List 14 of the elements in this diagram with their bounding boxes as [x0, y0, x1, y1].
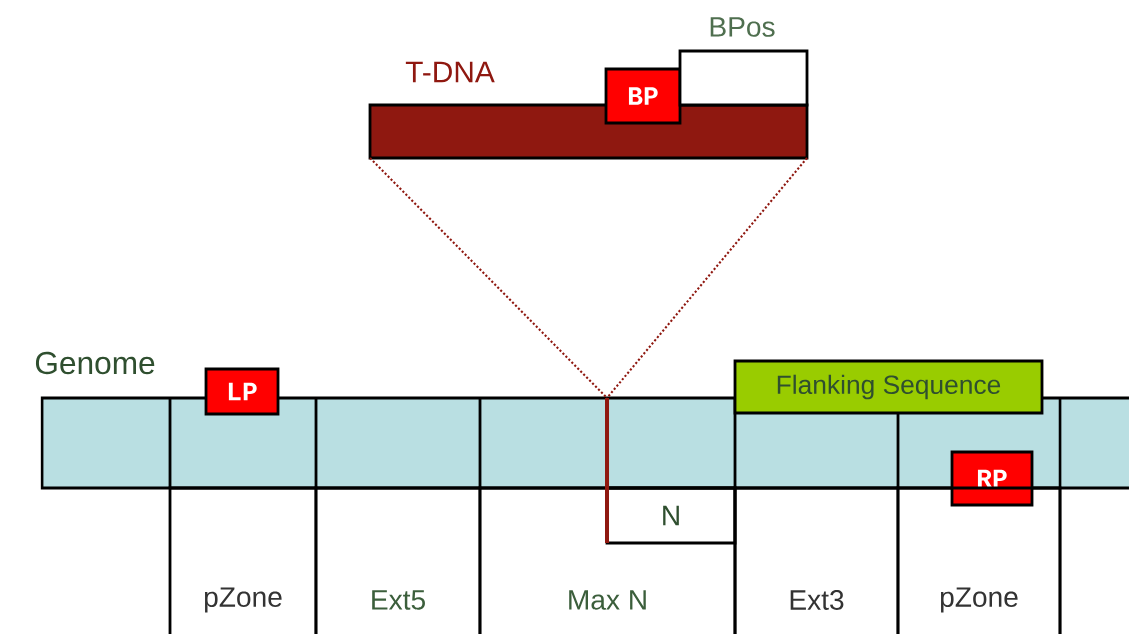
primer-box: RP	[950, 450, 1034, 507]
column-label: pZone	[204, 587, 282, 613]
primer-box: BP	[604, 67, 682, 125]
column-label: Max N	[569, 590, 646, 610]
segment-label: T-DNA	[405, 61, 495, 83]
segment-label: BPos	[710, 17, 775, 37]
sequence-box: Flanking Sequence	[733, 359, 1044, 415]
primer-box: LP	[204, 367, 280, 416]
segment-label: Genome	[35, 351, 155, 375]
column-label: Ext3	[790, 590, 844, 610]
insertion-line	[606, 157, 808, 399]
insertion-line	[369, 157, 608, 399]
column-label: Ext5	[372, 590, 425, 610]
column-label: pZone	[940, 587, 1018, 613]
